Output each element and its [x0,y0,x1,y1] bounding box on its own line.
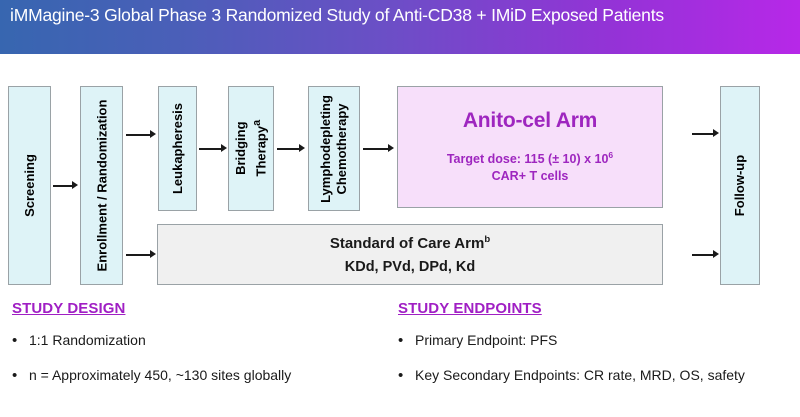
arrow-enrollment-to-standard-of-care [126,250,156,259]
arrow-leukapheresis-to-bridging [199,144,227,153]
bullet-icon: • [398,367,404,384]
list-item-text: Primary Endpoint: PFS [415,332,558,348]
study-design-heading: STUDY DESIGN [12,300,126,317]
flow-box-standard-of-care-arm: Standard of Care Armb KDd, PVd, DPd, Kd [157,224,663,285]
list-item-text: 1:1 Randomization [29,332,146,348]
list-item: • Primary Endpoint: PFS [398,331,794,350]
list-item-text: n = Approximately 450, ~130 sites global… [29,367,292,383]
list-item: • 1:1 Randomization [12,331,392,350]
bridging-line2: Therapy [253,126,269,177]
anito-cel-dose-exponent: 6 [608,149,614,160]
study-design-bullet-list: • 1:1 Randomization • n = Approximately … [12,331,392,385]
lymphodepleting-line1: Lymphodepleting [318,94,334,203]
soc-footnote-marker: b [484,234,491,245]
bridging-line1: Bridging [232,121,248,176]
flow-box-bridging-therapy-label: Bridging Therapya [233,120,269,177]
bottom-summary-section: STUDY DESIGN • 1:1 Randomization • n = A… [0,300,800,417]
study-endpoints-heading: STUDY ENDPOINTS [398,300,542,317]
study-endpoints-bullet-list: • Primary Endpoint: PFS • Key Secondary … [398,331,794,385]
flow-box-screening: Screening [8,86,51,285]
bullet-icon: • [12,367,18,384]
arrow-bridging-to-lymphodepleting [277,144,305,153]
list-item: • Key Secondary Endpoints: CR rate, MRD,… [398,366,794,385]
arrow-anito-cel-to-followup [692,129,719,138]
flow-box-followup-label: Follow-up [732,154,748,217]
arrow-screening-to-enrollment [53,181,78,190]
bridging-footnote-marker: a [250,120,263,127]
study-flow-diagram: Screening Enrollment / Randomization Leu… [0,54,800,294]
flow-box-bridging-therapy: Bridging Therapya [228,86,274,211]
slide-title-bar: iMMagine-3 Global Phase 3 Randomized Stu… [0,0,800,54]
study-endpoints-column: STUDY ENDPOINTS • Primary Endpoint: PFS … [398,300,794,401]
arrow-enrollment-to-leukapheresis [126,130,156,139]
flow-box-leukapheresis: Leukapheresis [158,86,197,211]
anito-cel-dose-cells: CAR+ T cells [491,169,569,184]
standard-of-care-arm-title: Standard of Care Armb [330,234,490,252]
list-item-text: Key Secondary Endpoints: CR rate, MRD, O… [415,367,745,383]
bullet-icon: • [398,332,404,349]
soc-title-text: Standard of Care Arm [329,235,485,252]
arrow-standard-of-care-to-followup [692,250,719,259]
anito-cel-arm-title: Anito-cel Arm [462,108,598,132]
list-item: • n = Approximately 450, ~130 sites glob… [12,366,392,385]
anito-cel-arm-dose: Target dose: 115 (± 10) x 106 CAR+ T cel… [447,147,613,185]
anito-cel-dose-prefix: Target dose: 115 (± 10) x 10 [446,152,609,167]
page-title: iMMagine-3 Global Phase 3 Randomized Stu… [10,5,664,25]
flow-box-enrollment-randomization: Enrollment / Randomization [80,86,123,285]
bullet-icon: • [12,332,18,349]
arrow-lymphodepleting-to-anito-cel [363,144,394,153]
flow-box-followup: Follow-up [720,86,760,285]
flow-box-screening-label: Screening [22,154,38,217]
lymphodepleting-line2: Chemotherapy [334,102,350,195]
flow-box-enrollment-randomization-label: Enrollment / Randomization [94,99,109,272]
standard-of-care-regimens: KDd, PVd, DPd, Kd [344,259,476,275]
flow-box-anito-cel-arm: Anito-cel Arm Target dose: 115 (± 10) x … [397,86,663,208]
flow-box-leukapheresis-label: Leukapheresis [170,102,186,195]
study-design-column: STUDY DESIGN • 1:1 Randomization • n = A… [12,300,392,401]
